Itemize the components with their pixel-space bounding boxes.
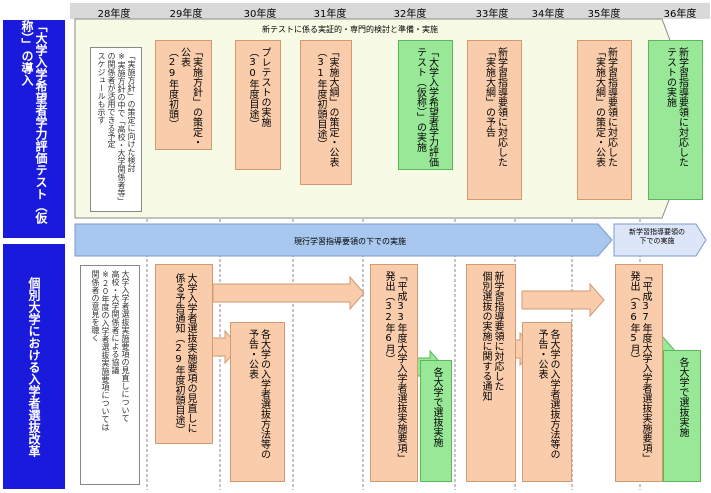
year-29: 29年度 bbox=[169, 9, 203, 20]
year-35: 35年度 bbox=[587, 9, 621, 20]
year-30: 30年度 bbox=[243, 9, 277, 20]
arrow-29-to-32 bbox=[212, 275, 365, 311]
mid-banner-right-text: 新学習指導要領の 下での実施 bbox=[629, 228, 685, 245]
year-header: 28年度 29年度 30年度 31年度 32年度 33年度 34年度 35年度 … bbox=[70, 3, 710, 20]
bottom-box-30: 各大学の入学者選抜方法等の 予告・公表 bbox=[230, 322, 285, 482]
bottom-box-33: 新学習指導要領に対応した 個別選抜の実施に関する通知 bbox=[466, 264, 516, 482]
mid-banner-arrow bbox=[74, 223, 707, 257]
bottom-note-28: 大学入学者選抜実施要項の見直しについて 高校・大学関係者による協議 ※２０年度の… bbox=[80, 265, 140, 485]
top-box-29: 「実施方針」の策定・公表 （29年度初頭） bbox=[155, 40, 212, 150]
year-34: 34年度 bbox=[531, 9, 565, 20]
year-31: 31年度 bbox=[313, 9, 347, 20]
arrow-33-to-35 bbox=[521, 282, 605, 318]
top-note-28: 「実施方針」の策定に向けた検討 ※実施方針の中で「高校・大学関係者等」 の関係者… bbox=[90, 47, 142, 212]
top-box-30: プレテストの実施 （30年度目途） bbox=[235, 40, 281, 170]
bottom-green-36: 各大学で選抜実施 bbox=[663, 350, 701, 482]
top-box-31: 「実施大綱」の策定・公表 （31年度初頭目途） bbox=[300, 40, 352, 185]
year-36: 36年度 bbox=[663, 9, 697, 20]
bottom-box-34: 各大学の入学者選抜方法等の 予告・公表 bbox=[522, 322, 572, 482]
mid-banner-text: 現行学習指導要領の下での実施 bbox=[294, 237, 406, 246]
top-banner-text: 新テストに係る実証的・専門的検討と準備・実施 bbox=[262, 25, 438, 34]
top-green-36: 新学習指導要領に対応した テストの実施 bbox=[648, 40, 703, 200]
top-box-33: 新学習指導要領に対応した 「実施大綱」の予告 bbox=[467, 40, 522, 200]
bottom-green-32: 各大学で選抜実施 bbox=[420, 360, 452, 482]
side-label-bottom: 個別大学における入学者選抜改革 bbox=[3, 244, 65, 489]
top-green-32: 「大学入学希望者学力評価 テスト（仮称）」の実施 bbox=[398, 40, 453, 170]
year-33: 33年度 bbox=[475, 9, 509, 20]
year-header-bar bbox=[70, 3, 710, 19]
year-28: 28年度 bbox=[97, 9, 131, 20]
year-32: 32年度 bbox=[393, 9, 427, 20]
side-label-top: 「大学入学希望者学力評価テスト（仮称）」の導入 bbox=[3, 20, 65, 238]
bottom-box-32: 「平成33年度大学入学者選抜実施要項」 発出（32年6月） bbox=[370, 264, 418, 482]
bottom-box-29: 大学入学者選抜実施要項の見直しに 係る予告通知（29年度初頭目途） bbox=[155, 264, 213, 444]
bottom-box-35: 「平成37年度大学入学者選抜実施要項」 発出（36年5月） bbox=[615, 264, 663, 482]
top-box-35: 新学習指導要領に対応した 「実施大綱」の策定・公表 bbox=[577, 40, 632, 200]
